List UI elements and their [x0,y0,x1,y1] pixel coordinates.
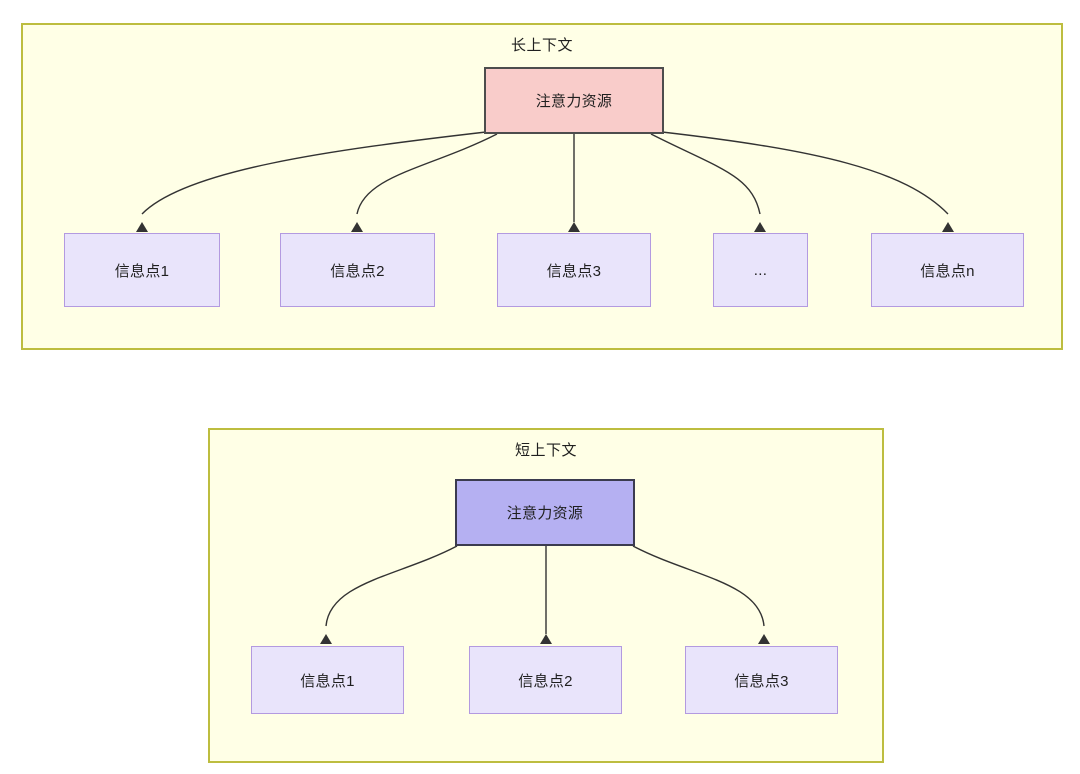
node-info-point-2-long[interactable]: 信息点2 [280,233,435,307]
panel-short-context-title: 短上下文 [514,442,577,459]
node-info-point-ellipsis-long[interactable]: ... [713,233,808,307]
node-attention-resource-short[interactable]: 注意力资源 [455,479,635,546]
node-info-point-1-long[interactable]: 信息点1 [64,233,220,307]
node-info-point-2-long-label: 信息点2 [330,262,385,280]
node-attention-resource-long-label: 注意力资源 [535,93,613,110]
node-info-point-2-short[interactable]: 信息点2 [469,646,622,714]
node-info-point-ellipsis-long-label: ... [753,261,768,279]
node-info-point-3-short-label: 信息点3 [734,672,789,690]
node-info-point-n-long[interactable]: 信息点n [871,233,1024,307]
node-info-point-3-short[interactable]: 信息点3 [685,646,838,714]
node-attention-resource-long[interactable]: 注意力资源 [484,67,664,134]
node-info-point-3-long[interactable]: 信息点3 [497,233,651,307]
panel-long-context-title: 长上下文 [510,37,573,54]
node-attention-resource-short-label: 注意力资源 [506,505,584,522]
node-info-point-2-short-label: 信息点2 [518,672,573,690]
node-info-point-1-short[interactable]: 信息点1 [251,646,404,714]
node-info-point-1-short-label: 信息点1 [300,672,355,690]
node-info-point-n-long-label: 信息点n [920,262,975,280]
node-info-point-3-long-label: 信息点3 [546,262,602,280]
node-info-point-1-long-label: 信息点1 [114,262,170,280]
